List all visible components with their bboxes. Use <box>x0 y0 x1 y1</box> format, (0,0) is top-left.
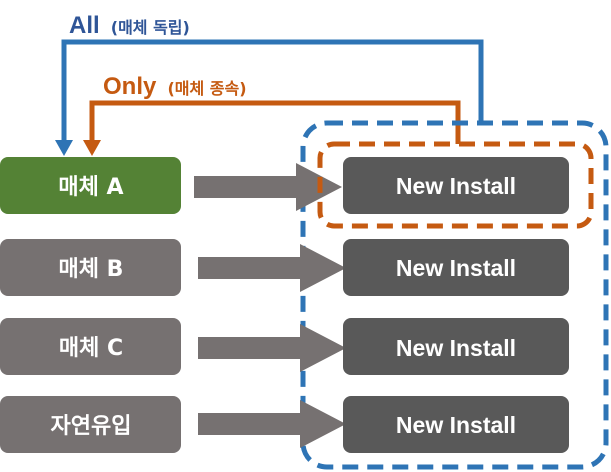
flow-arrow <box>198 324 346 372</box>
all-scope-dashed-frame <box>300 120 609 470</box>
svg-text:매체 C: 매체 C <box>59 336 123 361</box>
target-box-2: New Install <box>343 239 569 296</box>
svg-text:New Install: New Install <box>396 335 516 361</box>
all-connector-line <box>61 39 484 143</box>
all-label: All (매체 독립) <box>69 12 190 39</box>
source-box-b: 매체 B <box>0 239 181 296</box>
source-box-c: 매체 C <box>0 318 181 375</box>
source-box-a: 매체 A <box>0 157 181 214</box>
all-arrowhead <box>55 140 73 156</box>
flow-arrow <box>198 244 346 292</box>
only-label: Only (매체 종속) <box>103 73 247 100</box>
flow-arrow <box>198 400 346 448</box>
svg-text:New Install: New Install <box>396 412 516 438</box>
svg-text:New Install: New Install <box>396 173 516 199</box>
target-box-1: New Install <box>343 157 569 214</box>
svg-text:매체 B: 매체 B <box>59 257 124 282</box>
target-box-3: New Install <box>343 318 569 375</box>
source-box-organic: 자연유입 <box>0 396 181 453</box>
svg-text:New Install: New Install <box>396 255 516 281</box>
svg-text:매체 A: 매체 A <box>58 175 123 200</box>
target-box-4: New Install <box>343 396 569 453</box>
only-scope-dashed-frame <box>317 141 594 229</box>
svg-text:자연유입: 자연유입 <box>51 414 132 439</box>
only-arrowhead <box>83 140 101 156</box>
flow-arrows <box>194 163 346 448</box>
